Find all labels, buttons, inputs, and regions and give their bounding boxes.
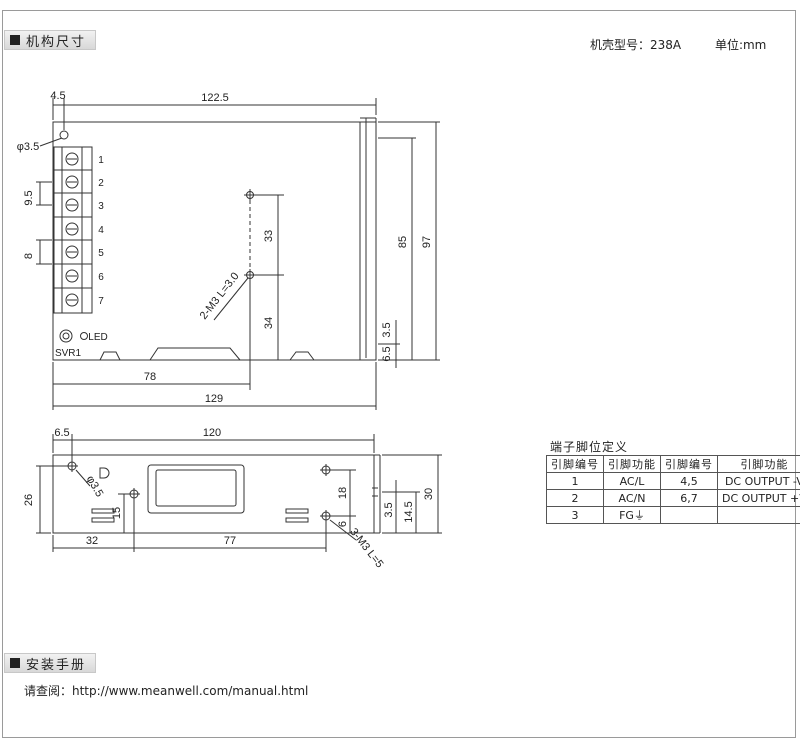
terminal-block [53,146,93,314]
dim-mount-gap: 33 [263,230,275,242]
side-dim-15: 15 [111,507,123,519]
side-dim-3-5: 3.5 [383,502,395,517]
terminal-screws [65,152,79,307]
dim-width: 122.5 [201,92,229,104]
table-row: 2 AC/N 6,7 DC OUTPUT +V [546,489,800,507]
table-cell: AC/L [603,472,661,490]
table-row: 3 FG⏚ [546,506,800,524]
header-pin-no: 引脚编号 [546,455,604,473]
svr-label: SVR1 [55,348,82,359]
terminal-number: 3 [98,201,104,212]
table-cell: 1 [546,472,604,490]
side-dim-height-left: 26 [23,494,35,506]
side-dim-77: 77 [224,535,236,547]
table-cell [717,506,800,524]
side-dim-6: 6 [337,521,349,527]
section-title: 安装手册 [26,657,87,673]
square-bullet-icon [10,35,20,45]
case-model-label: 机壳型号：238A [590,38,682,52]
table-cell: 6,7 [660,489,718,507]
dim-hole: φ3.5 [17,141,39,153]
dim-mount-x: 78 [144,371,156,383]
terminal-number: 2 [98,178,104,189]
table-cell: AC/N [603,489,661,507]
mount-hole [59,130,69,140]
led-label: LED [88,332,107,343]
model-info: 机壳型号：238A 单位:mm [590,36,796,53]
header-pin-function: 引脚功能 [717,455,800,473]
unit-label: 单位:mm [714,38,767,52]
section-header-dimensions: 机构尺寸 [4,30,96,50]
dim-pitch: 9.5 [23,190,35,205]
pin-definition-table: 引脚编号 引脚功能 引脚编号 引脚功能 1 AC/L 4,5 DC OUTPUT… [546,455,800,524]
table-cell: DC OUTPUT -V [717,472,800,490]
table-cell: 3 [546,506,604,524]
terminal-number: 1 [98,155,104,166]
side-dim-32: 32 [86,535,98,547]
dim-edge-2: 6.5 [381,346,393,361]
terminal-number: 4 [98,225,104,236]
side-dim-height: 30 [423,488,435,500]
terminal-number: 7 [98,296,104,307]
dim-terminal: 8 [23,253,35,259]
dim-edge-1: 3.5 [381,322,393,337]
table-header-row: 引脚编号 引脚功能 引脚编号 引脚功能 [546,455,800,473]
table-cell: 2 [546,489,604,507]
table-cell: DC OUTPUT +V [717,489,800,507]
dim-mount-low: 34 [263,317,275,329]
table-cell: 4,5 [660,472,718,490]
dim-offset: 4.5 [50,90,65,102]
terminal-number: 6 [98,272,104,283]
side-dim-width: 120 [203,427,221,439]
section-title: 机构尺寸 [26,34,87,50]
section-header-manual: 安装手册 [4,653,96,673]
side-dim-14-5: 14.5 [403,501,415,522]
dim-length: 129 [205,393,223,405]
table-cell [660,506,718,524]
pin-table-title: 端子脚位定义 [550,440,629,454]
page-frame [2,10,796,738]
side-view-outline [52,454,375,534]
dim-height-inner: 85 [397,236,409,248]
side-dim-offset: 6.5 [54,427,69,439]
terminal-number: 5 [98,248,104,259]
manual-url[interactable]: 请查阅：http://www.meanwell.com/manual.html [24,684,309,698]
header-pin-no: 引脚编号 [660,455,718,473]
side-dim-18: 18 [337,487,349,499]
table-row: 1 AC/L 4,5 DC OUTPUT -V [546,472,800,490]
dim-height: 97 [421,236,433,248]
vent-window [147,464,245,514]
square-bullet-icon [10,658,20,668]
table-cell: FG⏚ [603,506,661,524]
header-pin-function: 引脚功能 [603,455,661,473]
